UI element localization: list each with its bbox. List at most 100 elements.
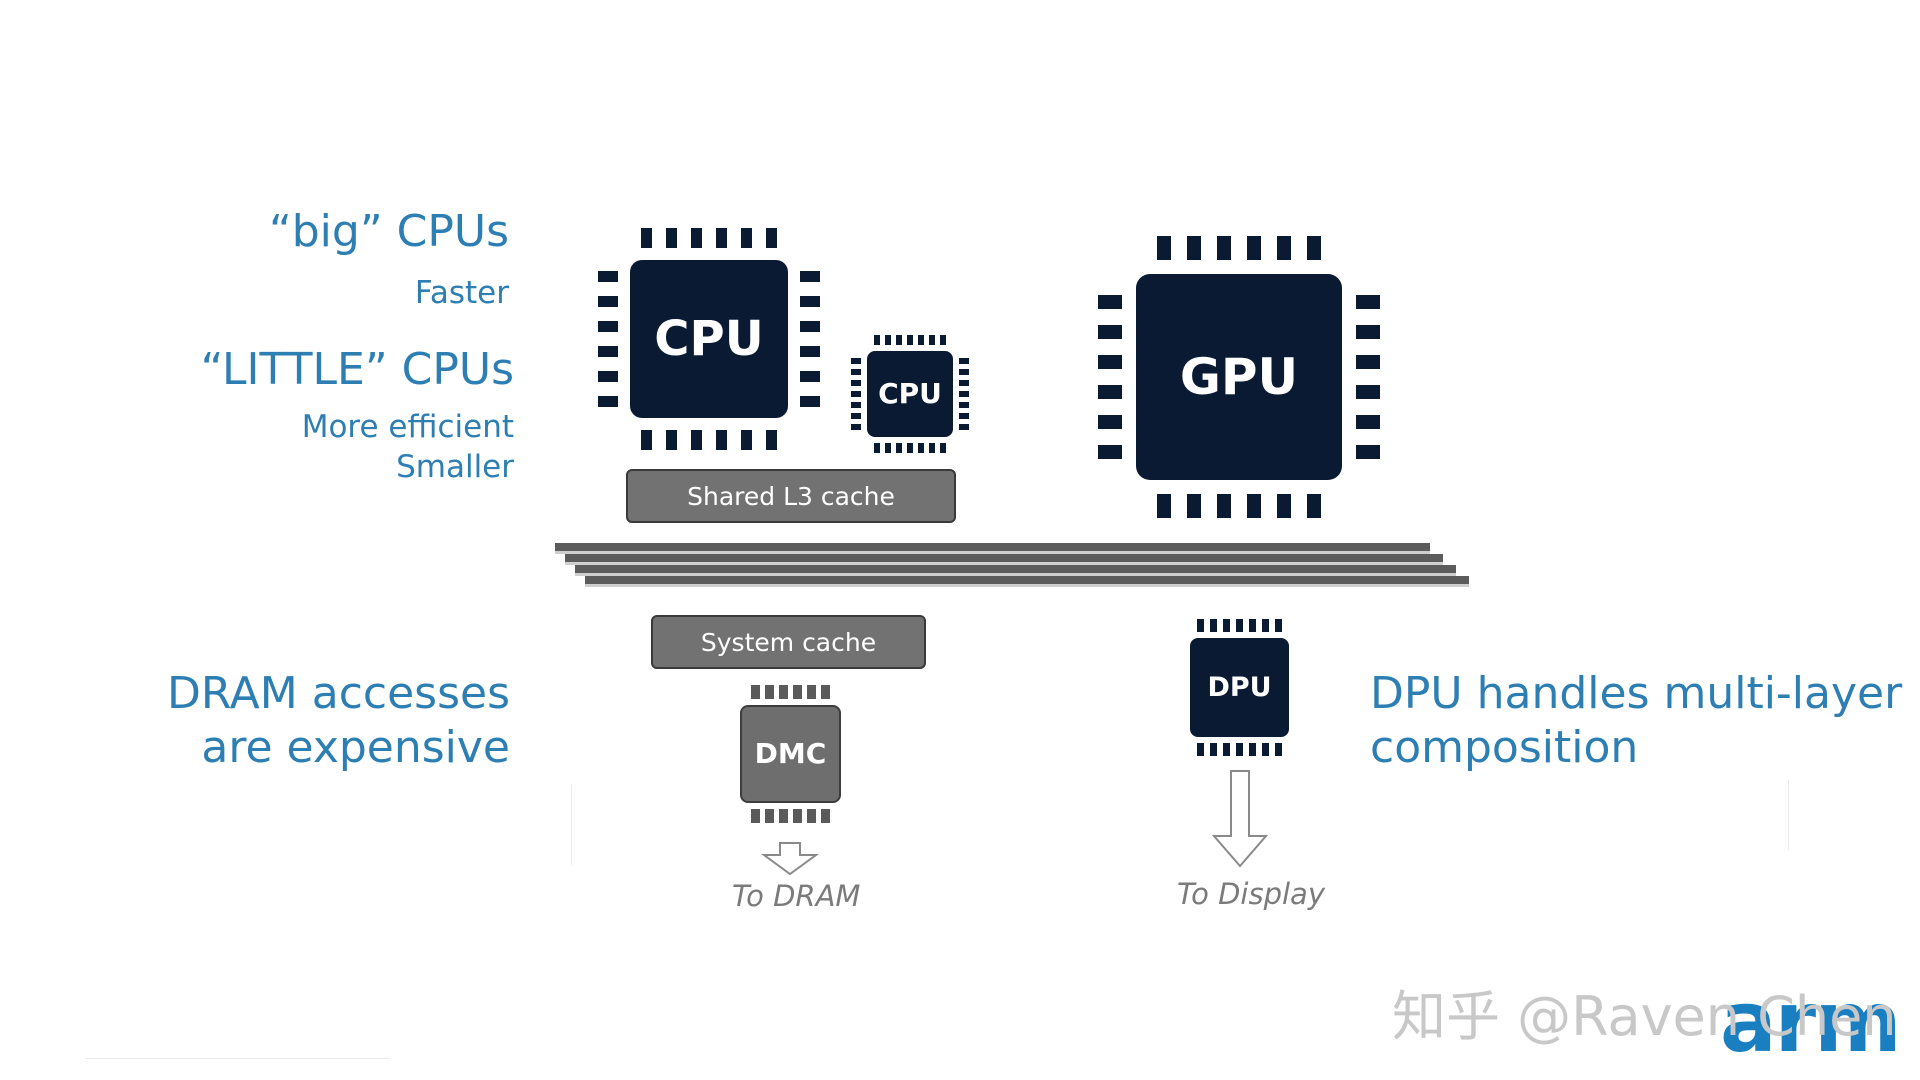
chip-pin (940, 335, 946, 345)
big-cpu-label: CPU (630, 260, 788, 418)
chip-pin (851, 413, 861, 419)
chip-pin (1236, 619, 1243, 632)
little-cpus-label: “LITTLE” CPUs (200, 344, 514, 395)
chip-pin (779, 685, 788, 699)
chip-pin (851, 391, 861, 397)
shared-l3-cache: Shared L3 cache (626, 469, 956, 523)
down-arrow-icon (760, 842, 820, 876)
chip-pin (1217, 236, 1231, 260)
chip-pin (800, 346, 820, 357)
chip-pin (765, 809, 774, 823)
chip-pin (807, 685, 816, 699)
chip-pin (800, 371, 820, 382)
chip-pin (918, 335, 924, 345)
chip-pin (821, 685, 830, 699)
chip-pin (959, 391, 969, 397)
chip-pin (598, 321, 618, 332)
chip-pin (1307, 494, 1321, 518)
chip-pin (959, 424, 969, 430)
chip-pin (896, 443, 902, 453)
chip-pin (874, 335, 880, 345)
chip-pin (1197, 743, 1204, 756)
chip-pin (874, 443, 880, 453)
chip-pin (929, 335, 935, 345)
chip-pin (598, 346, 618, 357)
big-cpus-label: “big” CPUs (268, 206, 509, 257)
chip-pin (1356, 415, 1380, 429)
chip-pin (779, 809, 788, 823)
chip-pin (1098, 415, 1122, 429)
chip-pin (641, 430, 652, 450)
chip-pin (851, 402, 861, 408)
system-cache: System cache (651, 615, 926, 669)
chip-pin (741, 228, 752, 248)
chip-pin (807, 809, 816, 823)
chip-pin (959, 380, 969, 386)
chip-pin (1247, 236, 1261, 260)
chip-pin (1356, 325, 1380, 339)
chip-pin (598, 271, 618, 282)
chip-pin (598, 296, 618, 307)
chip-pin (851, 424, 861, 430)
chip-pin (766, 228, 777, 248)
chip-pin (940, 443, 946, 453)
chip-pin (765, 685, 774, 699)
chip-pin (793, 809, 802, 823)
chip-pin (885, 335, 891, 345)
chip-pin (1236, 743, 1243, 756)
chip-pin (800, 321, 820, 332)
arm-logo: arm (1720, 973, 1902, 1071)
chip-pin (691, 228, 702, 248)
down-arrow-icon (1212, 770, 1268, 868)
chip-pin (959, 413, 969, 419)
chip-pin (1187, 494, 1201, 518)
chip-pin (800, 271, 820, 282)
chip-pin (907, 443, 913, 453)
chip-pin (1098, 295, 1122, 309)
chip-pin (598, 371, 618, 382)
chip-pin (1187, 236, 1201, 260)
chip-pin (1217, 494, 1231, 518)
to-display-caption: To Display (1177, 877, 1325, 911)
chip-pin (907, 335, 913, 345)
chip-pin (1210, 619, 1217, 632)
chip-pin (851, 358, 861, 364)
chip-pin (1098, 445, 1122, 459)
chip-pin (1157, 494, 1171, 518)
chip-pin (1277, 236, 1291, 260)
chip-pin (800, 296, 820, 307)
to-dram-caption: To DRAM (732, 879, 861, 913)
chip-pin (885, 443, 891, 453)
chip-pin (1098, 325, 1122, 339)
chip-pin (1277, 494, 1291, 518)
chip-pin (716, 430, 727, 450)
chip-pin (766, 430, 777, 450)
chip-pin (1249, 619, 1256, 632)
dpu-label: DPU (1190, 638, 1289, 737)
chip-pin (666, 228, 677, 248)
divider (571, 785, 572, 865)
chip-pin (793, 685, 802, 699)
chip-pin (1356, 385, 1380, 399)
divider (1788, 780, 1789, 850)
little-cpu-label: CPU (867, 351, 953, 437)
chip-pin (800, 396, 820, 407)
chip-pin (691, 430, 702, 450)
faster-label: Faster (414, 275, 509, 311)
dram-label-line2: are expensive (201, 722, 510, 773)
gpu-label: GPU (1136, 274, 1342, 480)
chip-pin (598, 396, 618, 407)
dpu-description-line2: composition (1370, 722, 1639, 773)
chip-pin (1356, 355, 1380, 369)
chip-pin (929, 443, 935, 453)
chip-pin (1098, 355, 1122, 369)
chip-pin (918, 443, 924, 453)
chip-pin (1157, 236, 1171, 260)
chip-pin (1249, 743, 1256, 756)
chip-pin (1197, 619, 1204, 632)
chip-pin (666, 430, 677, 450)
more-efficient-label: More efficient (301, 409, 514, 445)
chip-pin (1210, 743, 1217, 756)
dram-label-line1: DRAM accesses (167, 668, 510, 719)
